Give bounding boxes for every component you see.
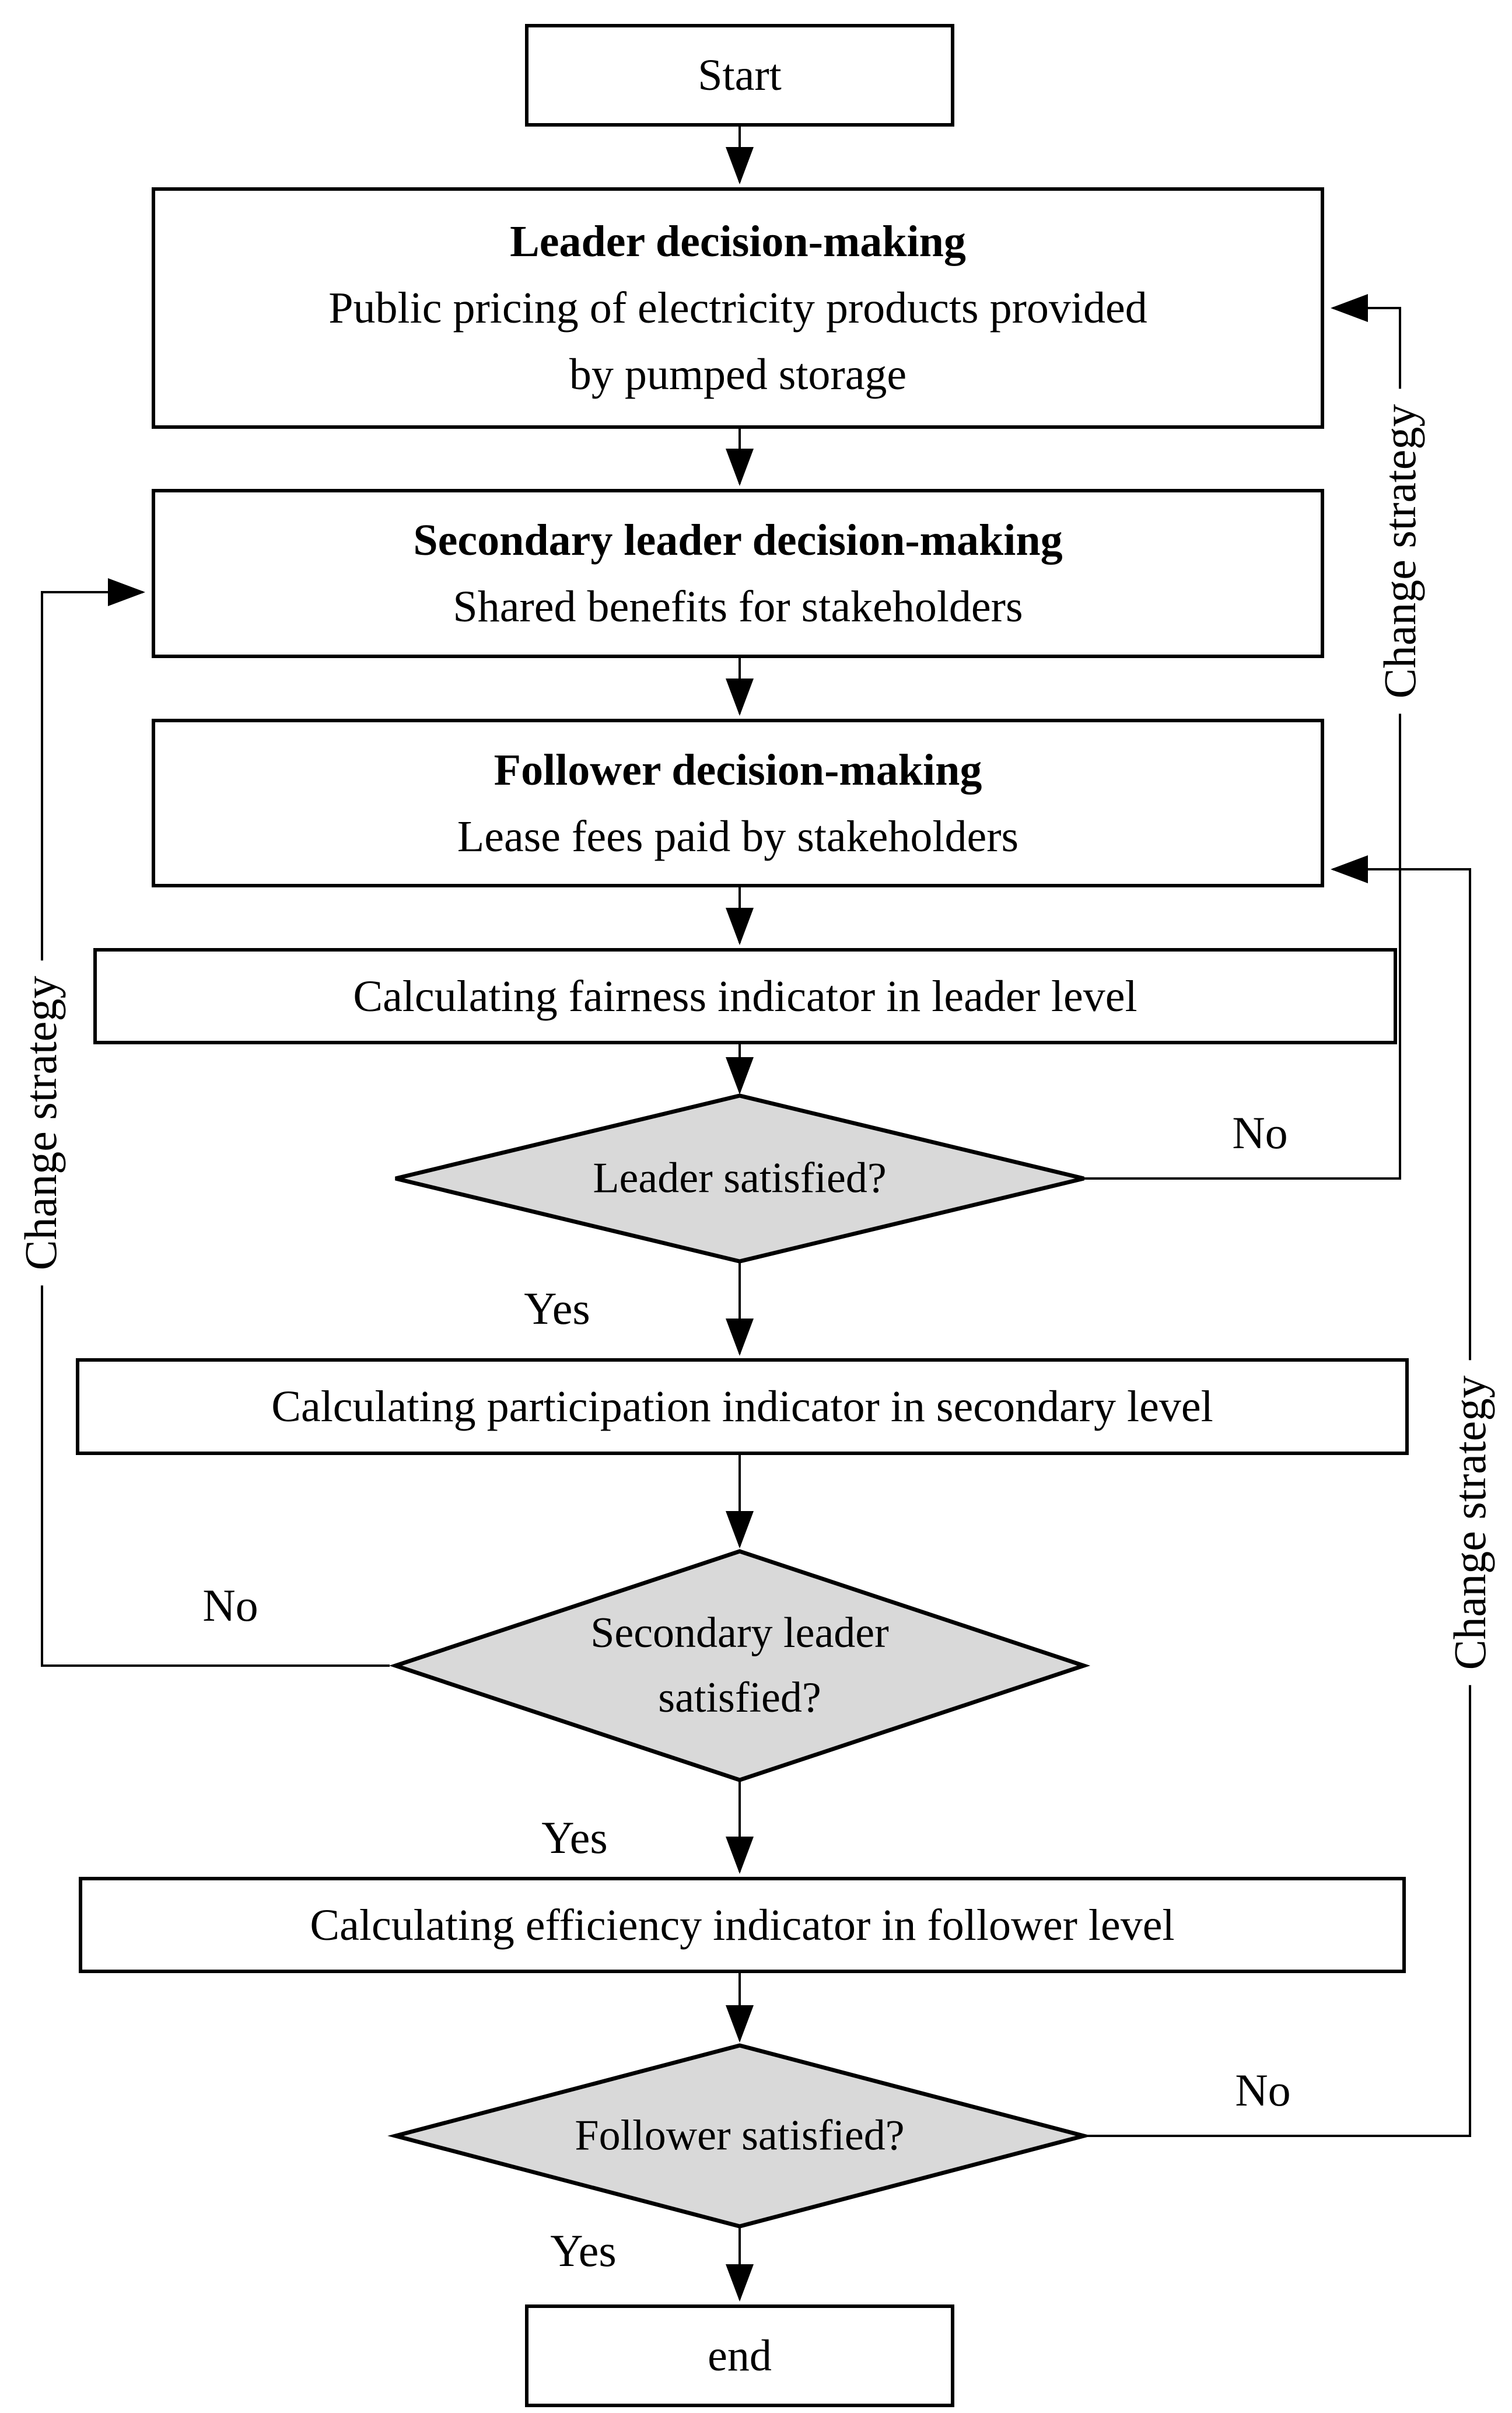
follower-decision-node: Follower decision-making Lease fees paid… [152,719,1324,887]
follower-decision-title: Follower decision-making [494,745,982,795]
secondary-satisfied-line2: satisfied? [658,1674,821,1722]
change-strategy-label-right-lower: Change strategy [1444,1360,1496,1685]
efficiency-indicator-node: Calculating efficiency indicator in foll… [79,1877,1406,1973]
no-label-leader: No [1232,1107,1288,1158]
fairness-indicator-node: Calculating fairness indicator in leader… [93,948,1397,1044]
leader-satisfied-diamond [395,1093,1084,1264]
change-strategy-label-right-upper: Change strategy [1374,389,1426,714]
no-label-follower: No [1235,2065,1291,2115]
secondary-satisfied-label: Secondary leader satisfied? [590,1601,889,1730]
participation-indicator-node: Calculating participation indicator in s… [76,1358,1409,1455]
secondary-satisfied-line1: Secondary leader [590,1609,889,1657]
edge-leader-no-loop [1084,294,1401,1180]
follower-satisfied-label: Follower satisfied? [575,2111,905,2160]
leader-satisfied-label: Leader satisfied? [593,1154,887,1202]
efficiency-indicator-label: Calculating efficiency indicator in foll… [310,1900,1175,1950]
secondary-decision-line1: Shared benefits for stakeholders [453,582,1023,631]
fairness-indicator-label: Calculating fairness indicator in leader… [353,971,1138,1021]
change-strategy-label-left: Change strategy [15,960,67,1286]
leader-decision-title: Leader decision-making [510,217,966,266]
start-label: Start [698,51,782,100]
secondary-decision-title: Secondary leader decision-making [413,516,1063,565]
participation-indicator-label: Calculating participation indicator in s… [271,1382,1213,1431]
follower-satisfied-diamond [387,2043,1092,2229]
leader-decision-node: Leader decision-making Public pricing of… [152,187,1324,429]
follower-decision-line1: Lease fees paid by stakeholders [457,812,1019,861]
no-label-secondary: No [202,1580,258,1631]
start-node: Start [525,24,954,127]
yes-label-secondary: Yes [541,1812,608,1863]
end-label: end [708,2331,772,2380]
yes-label-follower: Yes [550,2225,617,2276]
secondary-decision-node: Secondary leader decision-making Shared … [152,489,1324,658]
secondary-satisfied-diamond [388,1549,1091,1782]
yes-label-leader: Yes [524,1283,590,1334]
leader-decision-line2: by pumped storage [569,350,907,399]
leader-decision-line1: Public pricing of electricity products p… [328,284,1147,333]
end-node: end [525,2304,954,2407]
